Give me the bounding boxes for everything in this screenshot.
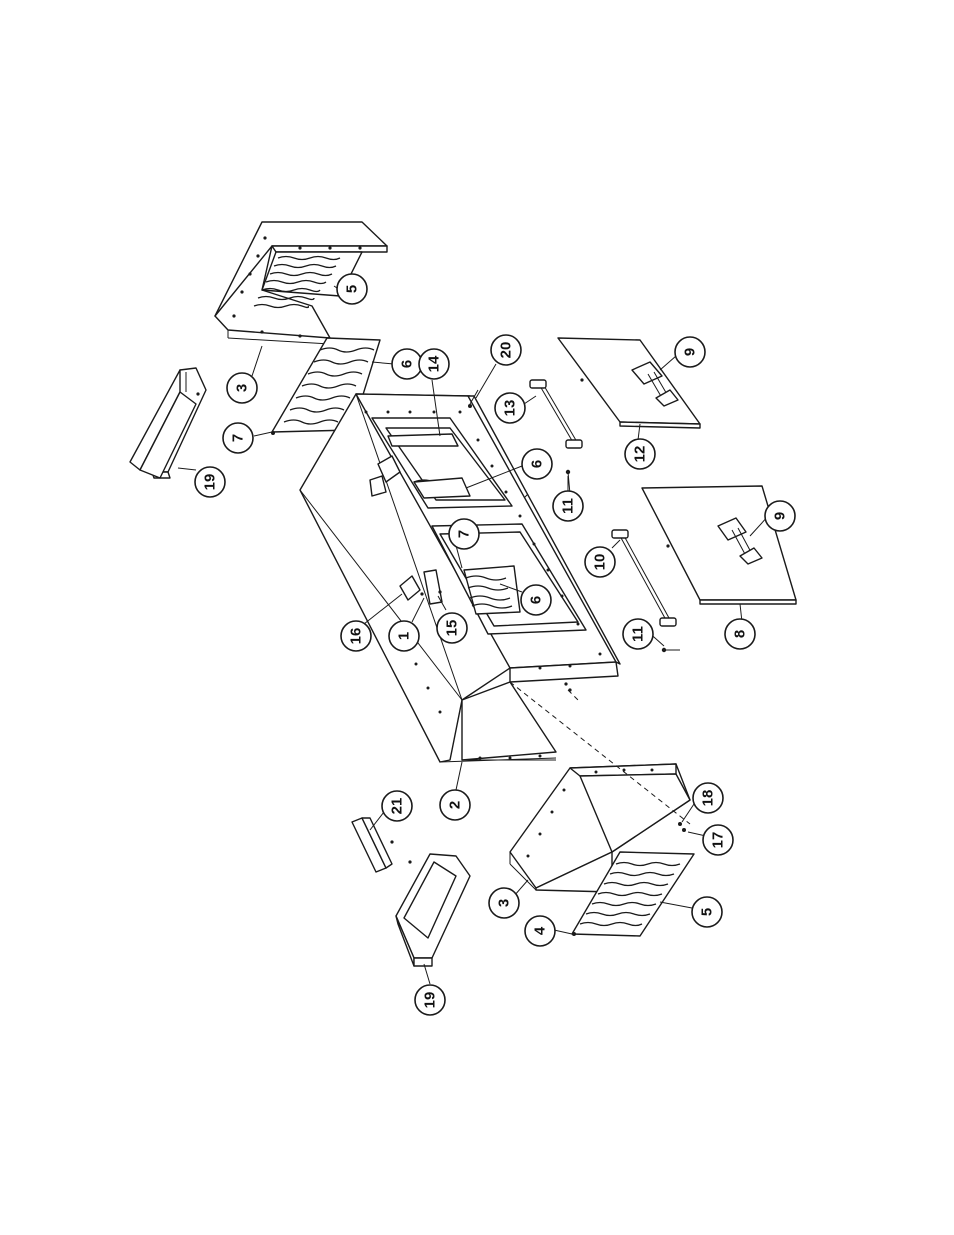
- callout-4: 4: [524, 915, 556, 947]
- callout-label: 3: [496, 899, 513, 907]
- latch-assembly-parts-1-15-16: [369, 455, 443, 605]
- strip-curtain-bottom-part-5: [571, 851, 695, 937]
- callout-1: 1: [388, 620, 420, 652]
- handle-part-9-lower: [717, 517, 763, 565]
- drip-trough-bottom-part-19: [395, 853, 471, 967]
- callout-label: 5: [699, 908, 716, 916]
- callout-20: 20: [490, 334, 522, 366]
- access-panel-part-8: [641, 485, 797, 605]
- callout-6-mid: 6: [521, 448, 553, 480]
- callout-16: 16: [340, 620, 372, 652]
- callout-21: 21: [381, 790, 413, 822]
- callout-5-bot: 5: [691, 896, 723, 928]
- callout-12: 12: [624, 438, 656, 470]
- callout-label: 18: [700, 790, 717, 807]
- screws-part-17-18: [564, 682, 686, 832]
- callout-9-top: 9: [674, 336, 706, 368]
- hood-body-part-2: [299, 393, 621, 763]
- callout-3-top: 3: [226, 372, 258, 404]
- callout-label: 17: [710, 832, 727, 849]
- callout-15: 15: [436, 612, 468, 644]
- callout-label: 9: [682, 348, 699, 356]
- callout-label: 16: [348, 628, 365, 645]
- callout-label: 15: [444, 620, 461, 637]
- curtain-waves: [283, 347, 375, 425]
- callout-label: 19: [422, 992, 439, 1009]
- callout-17: 17: [702, 824, 734, 856]
- filter-lower-part-6: [463, 565, 521, 615]
- callout-5-top: 5: [336, 273, 368, 305]
- callout-label: 2: [447, 801, 464, 809]
- curtain-waves: [253, 255, 341, 309]
- callout-19-bot: 19: [414, 984, 446, 1016]
- rivet-holes: [232, 236, 362, 338]
- rod-part-10: [611, 529, 677, 627]
- callout-label: 5: [344, 285, 361, 293]
- callout-label: 7: [456, 530, 473, 538]
- callout-13: 13: [494, 392, 526, 424]
- callout-3-bot: 3: [488, 887, 520, 919]
- callout-8: 8: [724, 618, 756, 650]
- callout-11-top: 11: [552, 490, 584, 522]
- callout-label: 1: [396, 632, 413, 640]
- callout-6-low: 6: [520, 584, 552, 616]
- end-panel-top-part-3: [214, 221, 388, 345]
- callout-label: 11: [630, 626, 647, 642]
- callout-7-mid: 7: [448, 518, 480, 550]
- callout-18: 18: [692, 782, 724, 814]
- callout-label: 7: [230, 434, 247, 442]
- callout-label: 21: [389, 798, 406, 815]
- pin-part-11-lower: [661, 647, 680, 653]
- callout-label: 11: [560, 498, 577, 514]
- callout-19-top: 19: [194, 466, 226, 498]
- callout-label: 14: [426, 355, 443, 372]
- rod-part-13: [529, 379, 583, 449]
- callout-label: 4: [532, 926, 549, 935]
- end-panel-bottom-part-3: [509, 763, 691, 893]
- callout-label: 19: [202, 474, 219, 491]
- handle-part-9-upper: [631, 361, 679, 407]
- callout-9-bot: 9: [764, 500, 796, 532]
- callout-label: 12: [632, 446, 649, 463]
- assembly-guide-lines: [509, 493, 691, 825]
- bracket-part-21: [351, 817, 394, 873]
- callout-label: 13: [502, 400, 519, 417]
- callout-label: 9: [772, 512, 789, 520]
- callout-label: 6: [399, 360, 416, 368]
- screw-part-20: [468, 389, 479, 408]
- callout-label: 6: [528, 596, 545, 604]
- drip-trough-top-part-19: [129, 367, 207, 479]
- callout-label: 3: [234, 384, 251, 392]
- callout-6-top: 6: [391, 348, 423, 380]
- filter-upper-part-6: [413, 477, 471, 499]
- callout-11-bot: 11: [622, 618, 654, 650]
- curtain-waves: [579, 861, 681, 927]
- callout-label: 8: [732, 630, 749, 638]
- callout-7-top: 7: [222, 422, 254, 454]
- callout-label: 10: [592, 554, 609, 571]
- callout-2: 2: [439, 789, 471, 821]
- rivet-holes: [364, 410, 602, 760]
- callout-label: 20: [498, 342, 515, 359]
- strip-curtain-top-part-5: [253, 255, 341, 309]
- callout-label: 6: [529, 460, 546, 468]
- rivet-holes: [526, 768, 654, 858]
- access-panel-part-12: [557, 337, 701, 429]
- callout-14: 14: [418, 348, 450, 380]
- callout-10: 10: [584, 546, 616, 578]
